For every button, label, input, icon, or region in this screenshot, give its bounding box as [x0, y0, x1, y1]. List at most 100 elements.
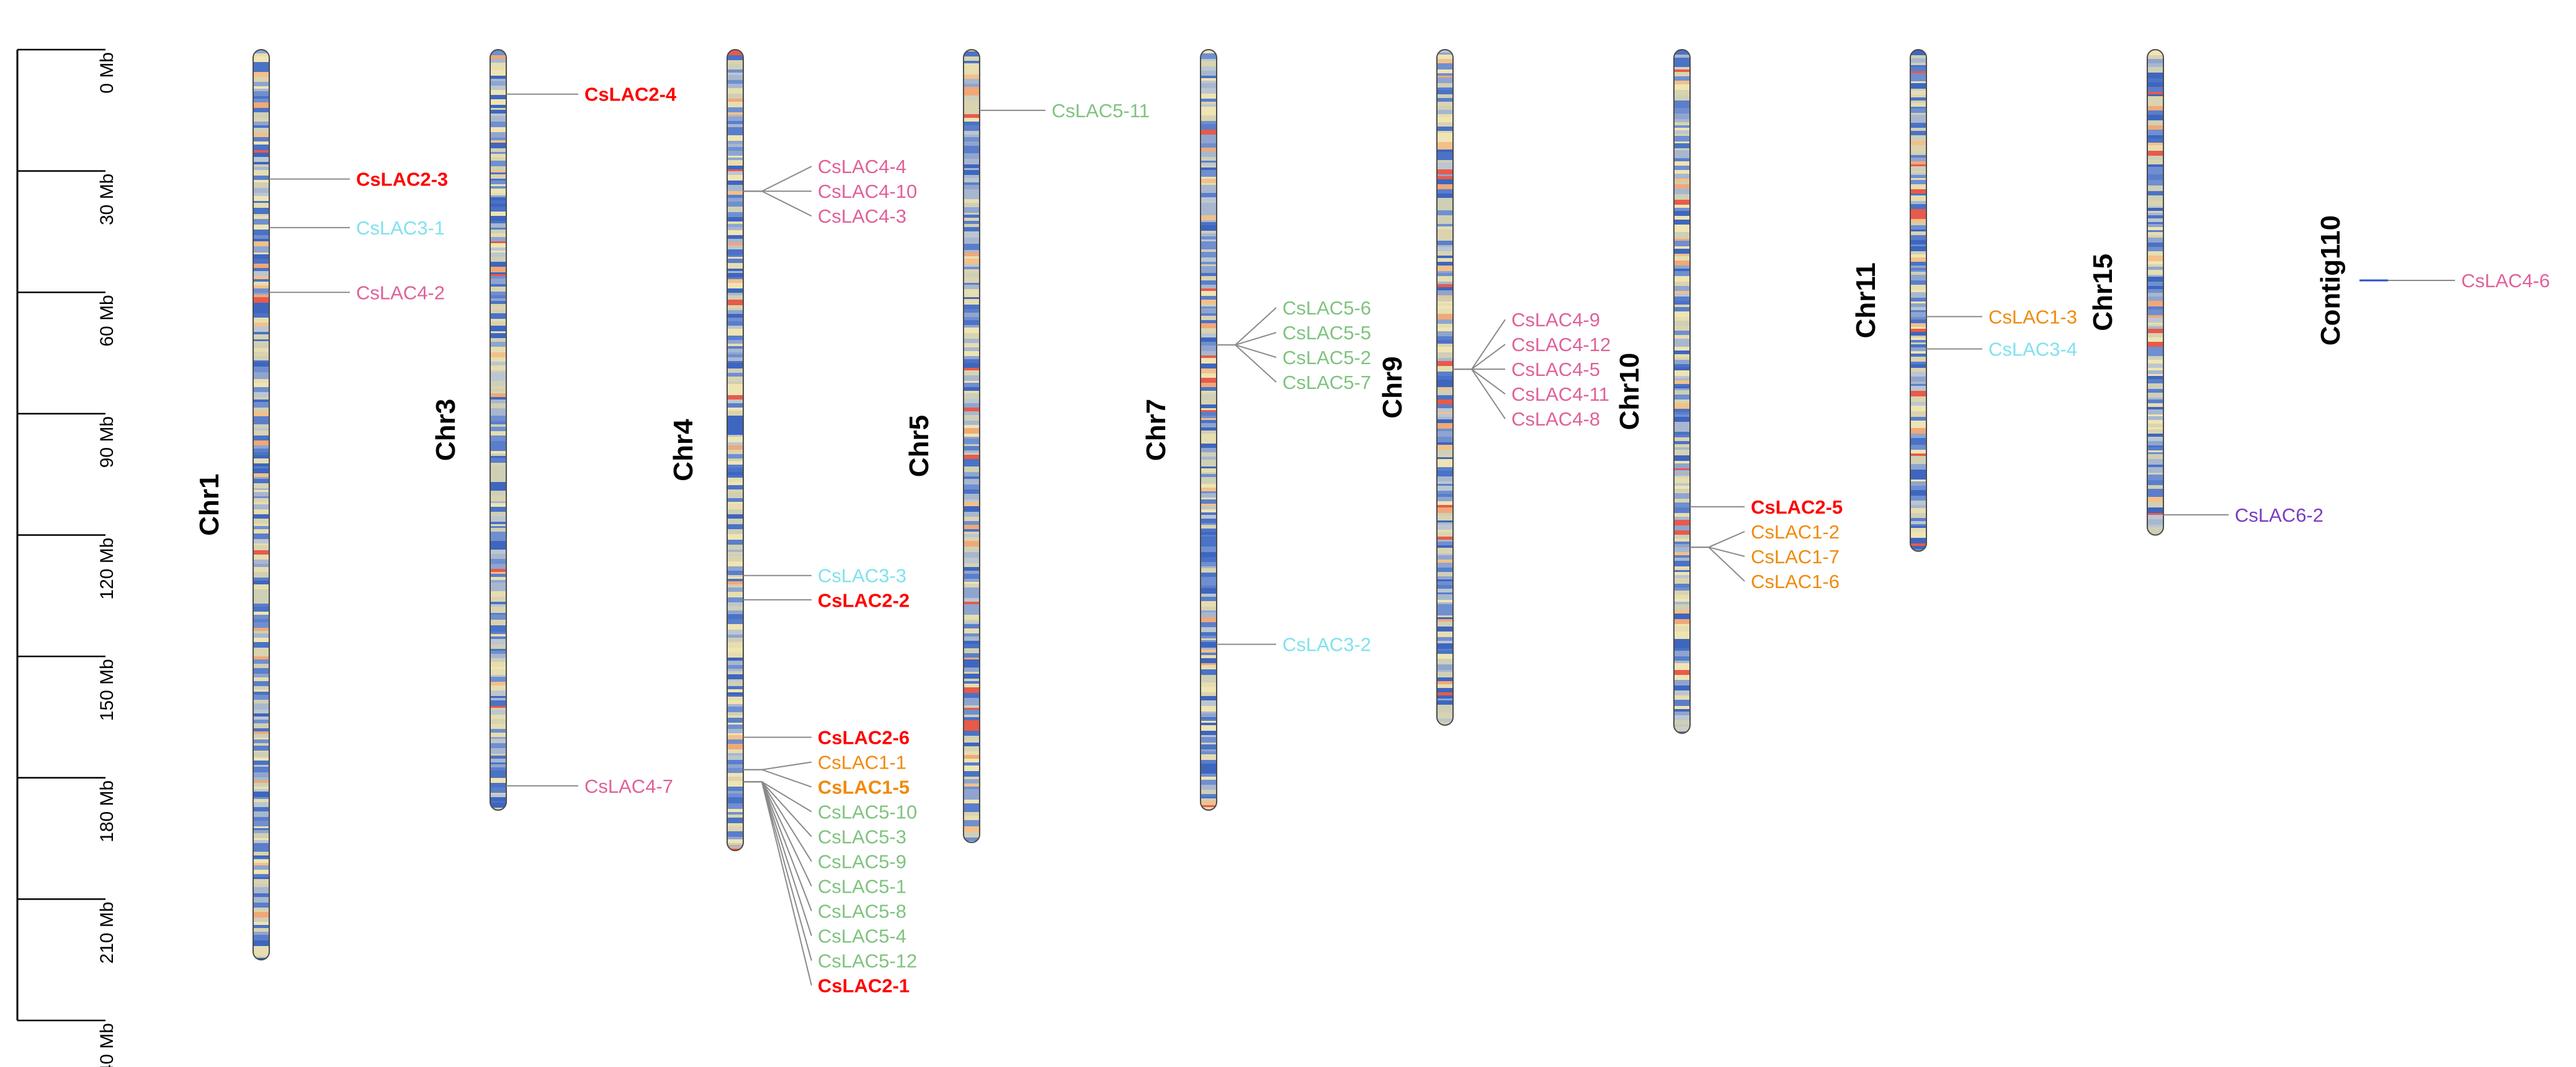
chromosome-name: Chr15	[2088, 254, 2118, 331]
gene-label-cslac1-6[interactable]: CsLAC1-6	[1751, 571, 1840, 592]
chromosome-name: Chr3	[431, 399, 461, 461]
chromosome-outline[interactable]	[1910, 49, 1927, 552]
scale-tick-label: 120 Mb	[97, 538, 117, 600]
scale-tick-label: 210 Mb	[97, 901, 117, 963]
gene-label-cslac5-1[interactable]: CsLAC5-1	[818, 876, 906, 898]
gene-label-cslac5-6[interactable]: CsLAC5-6	[1282, 297, 1371, 319]
gene-connector	[1453, 368, 1506, 395]
gene-label-cslac2-3[interactable]: CsLAC2-3	[356, 169, 448, 190]
gene-label-cslac1-3[interactable]: CsLAC1-3	[1988, 306, 2077, 328]
gene-label-cslac4-3[interactable]: CsLAC4-3	[818, 205, 906, 227]
chromosome-outline[interactable]	[1673, 49, 1691, 734]
chromosome-contig110: Contig110 CsLAC4-6	[2315, 215, 2550, 346]
chromosome-outline[interactable]	[1436, 49, 1454, 726]
scale-tick-label: 30 Mb	[97, 174, 117, 225]
gene-connector	[1453, 319, 1506, 370]
scale-tick-label: 240 Mb	[97, 1023, 117, 1067]
scale-tick-label: 0 Mb	[97, 52, 117, 94]
gene-connector	[1453, 368, 1506, 419]
chromosome-bands	[1437, 50, 1453, 725]
gene-connector	[1217, 307, 1277, 346]
gene-connector	[1217, 344, 1277, 383]
gene-label-cslac2-1[interactable]: CsLAC2-1	[818, 975, 910, 997]
gene-connector	[743, 781, 812, 986]
scale-tick-label: 60 Mb	[97, 295, 117, 346]
gene-connector	[743, 769, 812, 788]
gene-label-cslac3-3[interactable]: CsLAC3-3	[818, 565, 906, 587]
gene-label-cslac1-7[interactable]: CsLAC1-7	[1751, 546, 1840, 568]
scale-tick-label: 180 Mb	[97, 780, 117, 842]
gene-label-cslac6-2[interactable]: CsLAC6-2	[2235, 504, 2323, 526]
chromosome-chr9: Chr9 CsLAC4-9CsLAC4-12CsLAC4-5CsLAC4-11Cs…	[1377, 49, 1611, 726]
gene-label-cslac4-11[interactable]: CsLAC4-11	[1511, 383, 1609, 405]
chromosome-bands	[490, 50, 506, 810]
gene-label-cslac2-2[interactable]: CsLAC2-2	[818, 590, 910, 612]
chromosome-outline[interactable]	[2147, 49, 2164, 536]
chromosome-name: Chr11	[1851, 262, 1881, 338]
chromosome-outline[interactable]	[490, 49, 507, 811]
chromosome-chr7: Chr7 CsLAC5-6CsLAC5-5CsLAC5-2CsLAC5-7CsLA…	[1141, 49, 1371, 811]
gene-label-cslac4-5[interactable]: CsLAC4-5	[1511, 359, 1600, 380]
chromosome-bands	[253, 50, 269, 960]
gene-label-cslac3-2[interactable]: CsLAC3-2	[1282, 634, 1371, 656]
chromosome-name: Contig110	[2315, 215, 2346, 346]
gene-label-cslac4-7[interactable]: CsLAC4-7	[584, 775, 673, 797]
gene-connector	[1690, 530, 1745, 548]
chromosome-bands	[1201, 50, 1217, 810]
gene-label-cslac4-9[interactable]: CsLAC4-9	[1511, 309, 1600, 331]
chromosome-name: Chr5	[904, 415, 934, 477]
gene-label-cslac1-1[interactable]: CsLAC1-1	[818, 752, 906, 774]
gene-connector	[743, 781, 812, 886]
gene-label-cslac5-3[interactable]: CsLAC5-3	[818, 826, 906, 848]
gene-label-cslac5-2[interactable]: CsLAC5-2	[1282, 347, 1371, 368]
gene-label-cslac4-6[interactable]: CsLAC4-6	[2461, 270, 2550, 292]
gene-label-cslac1-2[interactable]: CsLAC1-2	[1751, 521, 1840, 543]
gene-label-cslac2-5[interactable]: CsLAC2-5	[1751, 496, 1843, 518]
gene-connector	[743, 166, 812, 192]
gene-label-cslac3-1[interactable]: CsLAC3-1	[356, 217, 445, 239]
gene-label-cslac4-4[interactable]: CsLAC4-4	[818, 156, 906, 177]
chromosome-name: Chr7	[1141, 399, 1171, 461]
gene-label-cslac5-9[interactable]: CsLAC5-9	[818, 851, 906, 873]
gene-label-cslac2-4[interactable]: CsLAC2-4	[584, 84, 677, 105]
gene-label-cslac5-11[interactable]: CsLAC5-11	[1052, 100, 1150, 122]
gene-connector	[743, 190, 812, 217]
chromosome-outline[interactable]	[253, 49, 270, 961]
gene-label-cslac4-10[interactable]: CsLAC4-10	[818, 181, 917, 202]
gene-connector	[743, 761, 812, 770]
gene-label-cslac5-4[interactable]: CsLAC5-4	[818, 926, 906, 947]
gene-label-cslac5-7[interactable]: CsLAC5-7	[1282, 372, 1371, 393]
gene-label-cslac5-8[interactable]: CsLAC5-8	[818, 901, 906, 922]
chromosome-bands	[1910, 50, 1926, 551]
gene-connector	[1453, 344, 1506, 370]
gene-label-cslac4-8[interactable]: CsLAC4-8	[1511, 408, 1600, 430]
chromosome-bands	[964, 50, 980, 843]
chromosome-name: Chr9	[1377, 356, 1408, 418]
chromosome-chr4: Chr4 CsLAC4-4CsLAC4-10CsLAC4-3CsLAC3-3CsL…	[668, 49, 917, 997]
scale-tick-label: 150 Mb	[97, 659, 117, 721]
chromosome-outline[interactable]	[963, 49, 980, 844]
chromosome-outline[interactable]	[1200, 49, 1217, 811]
chromosome-bands	[727, 50, 743, 851]
gene-label-cslac5-12[interactable]: CsLAC5-12	[818, 950, 917, 972]
chromosome-name: Chr10	[1614, 353, 1645, 431]
chromosomes: Chr1CsLAC2-3CsLAC3-1CsLAC4-2Chr3CsLAC2-4…	[194, 49, 2550, 997]
gene-label-cslac2-6[interactable]: CsLAC2-6	[818, 727, 910, 749]
gene-label-cslac5-5[interactable]: CsLAC5-5	[1282, 322, 1371, 344]
chromosome-outline[interactable]	[727, 49, 744, 852]
gene-label-cslac3-4[interactable]: CsLAC3-4	[1988, 339, 2077, 360]
gene-label-cslac5-10[interactable]: CsLAC5-10	[818, 801, 917, 823]
gene-connector	[743, 781, 812, 961]
gene-label-cslac4-12[interactable]: CsLAC4-12	[1511, 334, 1611, 355]
gene-label-cslac4-2[interactable]: CsLAC4-2	[356, 282, 445, 303]
gene-connector	[1690, 547, 1745, 582]
gene-label-cslac1-5[interactable]: CsLAC1-5	[818, 777, 910, 798]
chromosome-name: Chr4	[668, 419, 699, 481]
chromosome-bands	[1674, 50, 1690, 734]
